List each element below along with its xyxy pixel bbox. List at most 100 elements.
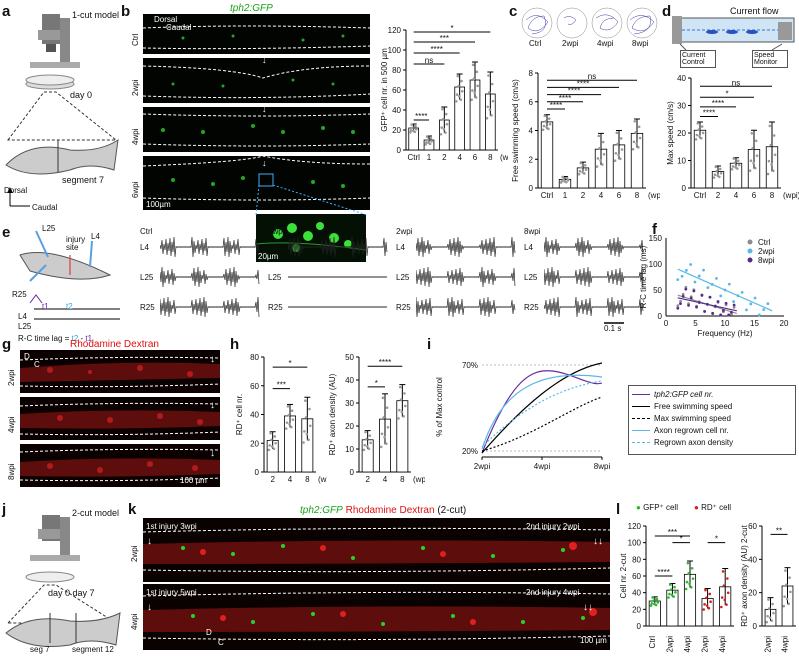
legend-label: 2wpi — [758, 247, 775, 256]
microscope-icon — [5, 14, 119, 207]
x-tick-label: 4 — [457, 153, 462, 162]
data-point — [398, 385, 402, 389]
data-point — [470, 98, 473, 102]
ephys-trace — [160, 296, 260, 318]
data-point — [474, 96, 478, 99]
y-axis-label: RD⁺ axon density (AU) 2-cut — [740, 524, 749, 626]
data-point — [581, 170, 584, 174]
panel-c-arena-4wpi: 4wpi — [597, 39, 614, 48]
data-point — [364, 430, 367, 434]
sig-label: *** — [277, 381, 286, 390]
data-point — [772, 169, 775, 173]
data-point — [656, 601, 660, 604]
x-tick-label: 4 — [734, 191, 739, 200]
data-point — [766, 172, 770, 176]
x-axis-label: (wpi) — [500, 153, 508, 162]
y-tick-label: 120 — [628, 522, 642, 531]
y-axis-label: Cell nr. 2-cut — [619, 553, 628, 599]
data-point — [672, 595, 675, 598]
panel-g-row-4wpi: 4wpi — [7, 416, 16, 433]
data-point — [684, 287, 688, 291]
data-point — [288, 422, 291, 426]
y-tick-label: 0 — [397, 146, 402, 155]
panel-e-trace-L25: L25 — [18, 322, 32, 331]
data-point — [598, 146, 601, 150]
data-point — [541, 128, 545, 132]
x-tick-label: 4 — [288, 475, 293, 484]
data-point — [697, 128, 700, 132]
panel-k-row-4wpi: 4wpi — [130, 613, 139, 630]
y-tick-label: 40 — [250, 411, 259, 420]
data-point — [302, 441, 305, 444]
trace-path — [160, 296, 260, 318]
panel-d-monitor: Speed Monitor — [752, 50, 788, 68]
data-point — [689, 263, 693, 266]
ephys-trace-label: L25 — [396, 273, 410, 282]
data-point — [633, 119, 637, 123]
data-point — [716, 300, 720, 303]
panel-a-caudal: Caudal — [32, 203, 58, 212]
y-tick-label: 70% — [462, 361, 478, 370]
x-tick-label: 2wpi — [474, 462, 491, 471]
data-point — [268, 444, 272, 447]
data-point — [787, 602, 791, 606]
y-tick-label: 100 — [388, 46, 402, 55]
data-point — [617, 153, 620, 157]
data-point — [649, 604, 653, 607]
data-point — [635, 142, 638, 145]
legend-marker — [747, 257, 753, 263]
x-tick-label: 0 — [664, 319, 669, 328]
data-point — [599, 159, 602, 162]
data-point — [783, 595, 786, 598]
data-point — [476, 84, 479, 88]
y-tick-label: 0 — [753, 622, 758, 631]
y-tick-label: 2 — [529, 155, 534, 164]
data-point — [719, 313, 723, 317]
panel-b-caudal-label: Caudal — [166, 23, 192, 32]
y-tick-label: 80 — [632, 555, 641, 564]
panel-j-seg7: seg 7 — [30, 645, 50, 654]
data-point — [737, 163, 741, 167]
data-point — [365, 437, 368, 441]
x-tick-label: 4wpi — [781, 636, 790, 653]
panel-d-flume-diagram — [672, 16, 795, 51]
panel-a-segment: segment 7 — [62, 175, 105, 185]
data-point — [367, 447, 371, 451]
data-point — [694, 138, 698, 141]
data-point — [637, 146, 640, 149]
data-point — [413, 130, 417, 134]
data-point — [770, 619, 774, 622]
data-point — [545, 125, 548, 129]
data-point — [543, 114, 547, 118]
panel-e-injury: injury site — [66, 235, 86, 252]
ephys-trace — [416, 296, 516, 318]
x-tick-label: Ctrl — [648, 636, 657, 649]
panel-j-title: 2-cut model — [72, 508, 120, 518]
svg-text:↓: ↓ — [147, 602, 152, 613]
data-point — [269, 431, 272, 435]
data-point — [686, 561, 690, 565]
series-line — [481, 380, 603, 448]
panel-b-image-6wpi — [143, 156, 370, 210]
data-point — [303, 430, 306, 433]
y-tick-label: 60 — [392, 86, 401, 95]
panel-k-row2-inj2: 2nd injury 4wpi — [526, 588, 580, 597]
ephys-col-title: 8wpi — [524, 227, 541, 236]
data-point — [488, 108, 492, 111]
data-point — [286, 404, 290, 408]
data-point — [771, 602, 774, 606]
panel-e-scale: 0.1 s — [604, 324, 622, 333]
x-tick-label: 8 — [400, 475, 405, 484]
data-point — [753, 296, 757, 300]
sig-label: *** — [668, 528, 677, 537]
data-point — [652, 599, 655, 603]
data-point — [700, 293, 704, 297]
data-point — [270, 445, 274, 448]
sig-label: **** — [577, 79, 589, 88]
y-tick-label: 20 — [345, 422, 354, 431]
trace-path — [160, 236, 260, 258]
data-point — [414, 127, 418, 131]
